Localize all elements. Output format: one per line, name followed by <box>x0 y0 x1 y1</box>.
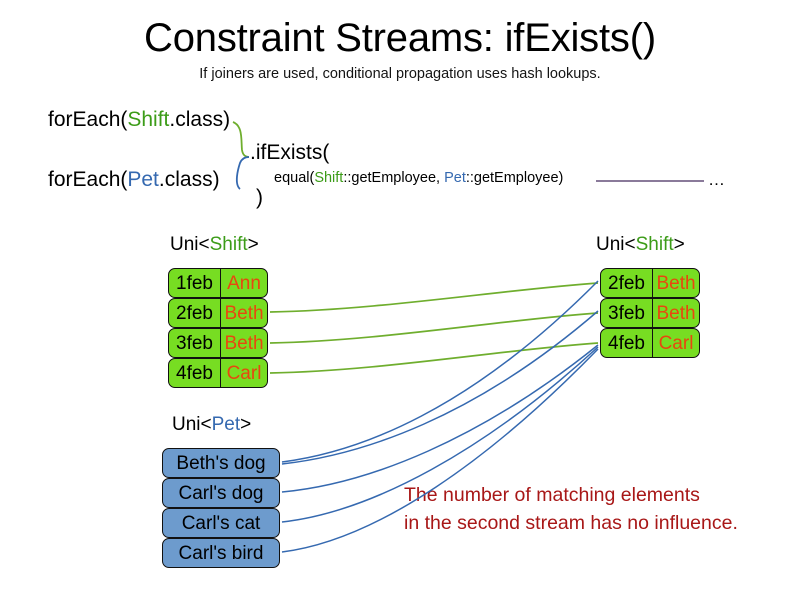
edge-shift-3feb <box>269 312 599 344</box>
table-row[interactable]: 3feb Beth <box>600 298 700 328</box>
table-row[interactable]: 2feb Beth <box>600 268 700 298</box>
stream-label-pet: Uni<Pet> <box>172 414 251 436</box>
code-equal-second-type: Pet <box>444 170 466 186</box>
code-close-paren: ) <box>256 186 263 209</box>
stream-label-left-shift: Uni<Shift> <box>170 234 259 256</box>
code-equal-joiner: equal(Shift::getEmployee, Pet::getEmploy… <box>274 170 563 186</box>
row-value: Beth <box>224 332 264 354</box>
code-foreach-shift-suffix: .class) <box>169 108 231 131</box>
edge-pet-beths-dog-2feb <box>281 280 599 463</box>
code-foreach-pet-prefix: forEach( <box>48 168 128 191</box>
annotation-line-2: in the second stream has no influence. <box>404 511 738 534</box>
edge-shift-2feb <box>269 282 599 313</box>
code-foreach-pet-type: Pet <box>127 168 159 191</box>
row-value: Beth <box>656 272 696 294</box>
list-item[interactable]: Carl's bird <box>162 538 280 568</box>
row-value: Carl <box>226 362 262 384</box>
code-equal-first-method: ::getEmployee, <box>343 170 445 186</box>
row-key: 1feb <box>169 269 221 297</box>
equal-ellipsis: … <box>708 170 725 189</box>
row-value: Ann <box>227 272 261 294</box>
code-ifexists: .ifExists( <box>250 141 330 164</box>
table-row[interactable]: 4feb Carl <box>600 328 700 358</box>
row-value: Carl's dog <box>178 482 264 504</box>
list-item[interactable]: Carl's dog <box>162 478 280 508</box>
brace-shift-connector <box>232 121 250 158</box>
label-suffix: > <box>240 414 252 435</box>
code-equal-prefix: equal( <box>274 170 315 186</box>
label-suffix: > <box>247 234 259 255</box>
edge-shift-4feb <box>269 342 599 374</box>
row-key: 2feb <box>601 269 653 297</box>
row-value: Beth <box>224 302 264 324</box>
label-prefix: Uni< <box>170 234 210 255</box>
code-foreach-pet-suffix: .class) <box>158 168 220 191</box>
row-key: 2feb <box>169 299 221 327</box>
table-row[interactable]: 2feb Beth <box>168 298 268 328</box>
row-key: 3feb <box>601 299 653 327</box>
label-type: Shift <box>635 234 674 255</box>
row-value: Beth's dog <box>176 452 266 474</box>
row-value: Beth <box>656 302 696 324</box>
code-foreach-shift-prefix: forEach( <box>48 108 128 131</box>
code-equal-second-method: ::getEmployee) <box>465 170 564 186</box>
row-key: 4feb <box>169 359 221 387</box>
row-value: Carl <box>658 332 694 354</box>
page-subtitle: If joiners are used, conditional propaga… <box>199 66 601 82</box>
stream-label-right-shift: Uni<Shift> <box>596 234 685 256</box>
code-equal-first-type: Shift <box>314 170 344 186</box>
table-row[interactable]: 1feb Ann <box>168 268 268 298</box>
label-suffix: > <box>673 234 685 255</box>
row-value: Carl's cat <box>181 512 261 534</box>
annotation-line-1: The number of matching elements <box>404 484 700 506</box>
label-prefix: Uni< <box>596 234 636 255</box>
table-row[interactable]: 3feb Beth <box>168 328 268 358</box>
row-key: 4feb <box>601 329 653 357</box>
equal-trailing-rule <box>596 180 704 182</box>
code-foreach-shift-type: Shift <box>127 108 170 131</box>
row-key: 3feb <box>169 329 221 357</box>
label-type: Pet <box>211 414 241 435</box>
page-title: Constraint Streams: ifExists() <box>144 16 656 60</box>
code-foreach-shift: forEach(Shift.class) <box>48 108 230 132</box>
label-prefix: Uni< <box>172 414 212 435</box>
edge-pet-carls-dog-4feb <box>281 344 599 493</box>
annotation-note: The number of matching elements in the s… <box>404 482 738 537</box>
label-type: Shift <box>209 234 248 255</box>
list-item[interactable]: Carl's cat <box>162 508 280 538</box>
list-item[interactable]: Beth's dog <box>162 448 280 478</box>
brace-pet-connector <box>235 156 250 190</box>
table-row[interactable]: 4feb Carl <box>168 358 268 388</box>
code-foreach-pet: forEach(Pet.class) <box>48 168 220 192</box>
edge-pet-beths-dog-3feb <box>281 310 599 465</box>
row-value: Carl's bird <box>178 542 264 564</box>
